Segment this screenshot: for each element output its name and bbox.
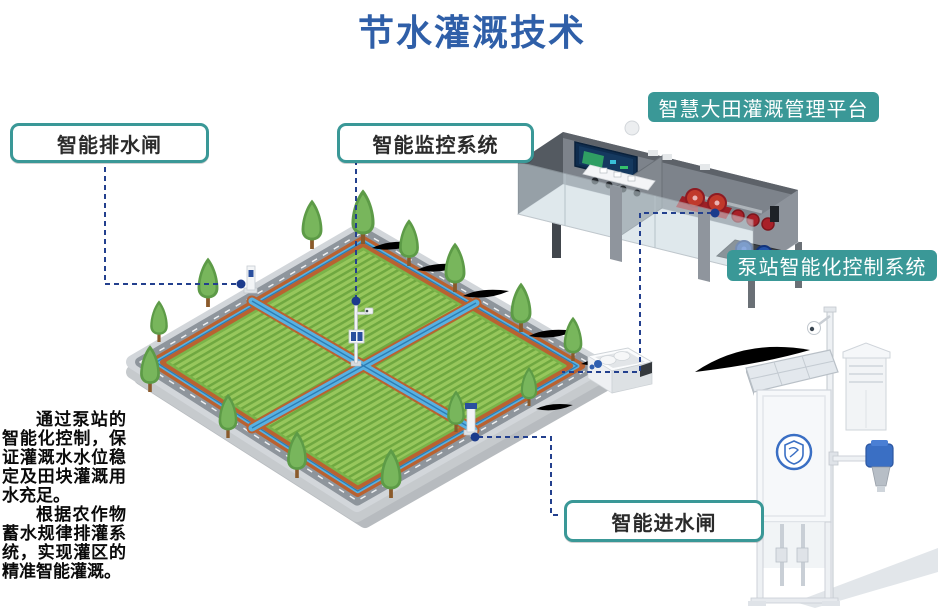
inlet-gate-device bbox=[463, 403, 478, 436]
connector-drain-gate bbox=[104, 158, 236, 285]
intake-structure bbox=[586, 347, 654, 394]
camera-device bbox=[807, 315, 831, 335]
glass-front bbox=[517, 161, 754, 282]
connector-pump-station bbox=[562, 212, 712, 373]
pump-station-illustration bbox=[516, 120, 810, 372]
description-paragraph-1: 通过泵站的智能化控制，保证灌溉水水位稳定及田块灌溉用水充足。 bbox=[2, 410, 126, 505]
label-drain-gate: 智能排水闸 bbox=[10, 123, 209, 163]
connector-dot-monitor bbox=[351, 296, 361, 306]
shield-logo-icon bbox=[775, 433, 813, 471]
connector-dot-pump bbox=[710, 208, 720, 218]
connector-inlet-gate bbox=[478, 436, 562, 516]
gate-control-cabinet bbox=[756, 389, 832, 523]
label-pump-control: 泵站智能化控制系统 bbox=[727, 250, 937, 281]
connector-dot-drain-gate bbox=[236, 279, 246, 289]
solar-panel bbox=[745, 349, 839, 396]
level-sensor bbox=[828, 440, 894, 492]
description-text: 通过泵站的智能化控制，保证灌溉水水位稳定及田块灌溉用水充足。 根据农作物蓄水规律… bbox=[2, 410, 126, 581]
field-illustration bbox=[133, 189, 654, 521]
label-monitor-system: 智能监控系统 bbox=[337, 123, 534, 163]
gate-lifting-frame bbox=[748, 521, 840, 606]
connector-dot-inlet bbox=[470, 432, 480, 442]
page-title: 节水灌溉技术 bbox=[357, 12, 586, 53]
smart-gate-station-illustration bbox=[745, 306, 938, 608]
weather-shelter-box bbox=[842, 342, 891, 431]
description-paragraph-2: 根据农作物蓄水规律排灌系统，实现灌区的精准智能灌溉。 bbox=[2, 505, 126, 581]
drain-gate-device bbox=[243, 265, 258, 294]
label-platform: 智慧大田灌溉管理平台 bbox=[648, 92, 879, 122]
cross-canals bbox=[246, 295, 482, 436]
label-inlet-gate: 智能进水闸 bbox=[564, 500, 764, 542]
